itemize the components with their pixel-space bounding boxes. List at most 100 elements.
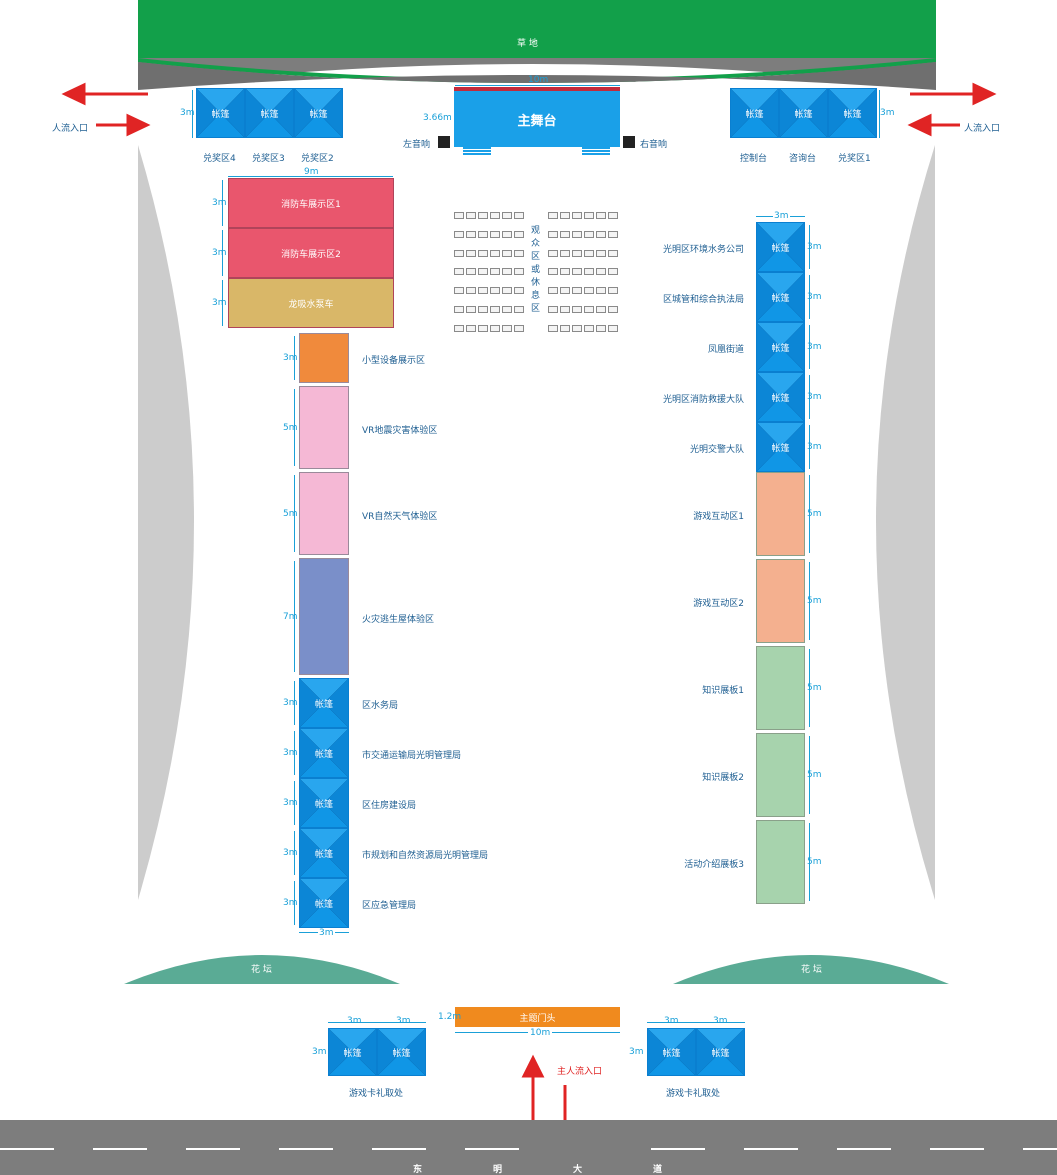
left-col-dim: 3m	[283, 748, 298, 758]
seat	[584, 287, 594, 294]
seat	[596, 268, 606, 275]
seat	[596, 325, 606, 332]
right-col-dim: 5m	[807, 857, 822, 867]
audience-char: 区	[531, 252, 541, 262]
dim-tick	[809, 225, 810, 269]
left-col-dim: 3m	[283, 353, 298, 363]
seat	[596, 231, 606, 238]
right-col-dim: 3m	[807, 392, 822, 402]
seat	[608, 325, 618, 332]
right-col-dim: 3m	[807, 292, 822, 302]
seat	[608, 287, 618, 294]
seat	[454, 325, 464, 332]
right-col-dim: 5m	[807, 596, 822, 606]
tent-label: 帐篷	[343, 1048, 362, 1059]
right-col-label: 区城管和综合执法局	[662, 295, 744, 305]
dim-tick	[294, 475, 295, 552]
tent-label: 帐篷	[314, 899, 333, 910]
right-col-label: 知识展板1	[702, 686, 744, 696]
seat	[478, 268, 488, 275]
tent-label: 帐篷	[314, 849, 333, 860]
right-col-label: 光明区消防救援大队	[662, 395, 744, 405]
stage-width-line	[455, 85, 620, 86]
bottom-left-tent: 帐篷	[377, 1028, 426, 1076]
seat	[478, 231, 488, 238]
seat	[560, 250, 570, 257]
top-right-tents-dim: 3m	[880, 108, 895, 118]
road-char: 道	[653, 1165, 663, 1175]
seat	[548, 268, 558, 275]
fire-zone-dim: 3m	[212, 198, 227, 208]
seat	[514, 306, 524, 313]
road-dash	[186, 1148, 240, 1150]
right-col-label: 游戏互动区1	[693, 512, 744, 522]
road-dash	[372, 1148, 426, 1150]
seat	[454, 268, 464, 275]
seat	[560, 212, 570, 219]
seat	[560, 325, 570, 332]
audience-char: 众	[531, 239, 541, 249]
top-right-area-label: 兑奖区1	[838, 154, 871, 164]
road-dash	[651, 1148, 705, 1150]
left-col-label: 市交通运输局光明管理局	[362, 751, 462, 761]
fire-zone-width-label: 9m	[304, 167, 319, 177]
stage-step-left	[463, 147, 491, 156]
seat	[572, 250, 582, 257]
seat	[560, 287, 570, 294]
left-speaker-label: 左音响	[403, 140, 431, 150]
seat	[548, 325, 558, 332]
seat	[514, 325, 524, 332]
tent-label: 帐篷	[662, 1048, 681, 1059]
dim-tick	[294, 681, 295, 725]
bottom-left-label: 游戏卡礼取处	[349, 1089, 404, 1099]
seat	[584, 268, 594, 275]
tent-label: 帐篷	[771, 293, 790, 304]
seat	[572, 268, 582, 275]
seat	[560, 306, 570, 313]
dim-tick	[809, 649, 810, 727]
right-speaker-label: 右音响	[640, 140, 668, 150]
seat	[584, 325, 594, 332]
bottom-left-side-dim: 3m	[312, 1047, 327, 1057]
tent-label: 帐篷	[392, 1048, 411, 1059]
left-col-dim: 3m	[283, 798, 298, 808]
dim-tick	[809, 275, 810, 319]
road-dash	[1023, 1148, 1057, 1150]
seat	[502, 306, 512, 313]
seat	[514, 287, 524, 294]
tent-label: 帐篷	[260, 109, 279, 120]
right-col-block	[756, 733, 805, 817]
main-stage: 主舞台	[454, 87, 620, 147]
dim-tick	[294, 389, 295, 466]
left-col-tent: 帐篷	[299, 878, 349, 928]
right-col-block	[756, 646, 805, 730]
left-col-label: 区水务局	[362, 701, 399, 711]
road	[0, 1120, 1057, 1175]
right-curved-wall	[876, 145, 935, 900]
audience-char: 区	[531, 304, 541, 314]
fire-zone-width-line	[228, 176, 393, 177]
seat	[502, 325, 512, 332]
dim-tick	[809, 375, 810, 419]
seat	[572, 325, 582, 332]
right-col-label: 知识展板2	[702, 773, 744, 783]
seat	[608, 250, 618, 257]
seat	[466, 306, 476, 313]
left-col-dim: 5m	[283, 422, 298, 433]
theme-gate-label: 主题门头	[519, 1013, 556, 1024]
seat	[466, 268, 476, 275]
tent-label: 帐篷	[771, 393, 790, 404]
seat	[466, 231, 476, 238]
seat	[490, 231, 500, 238]
bottom-left-dim: 3m	[347, 1016, 362, 1026]
left-col-tent: 帐篷	[299, 828, 349, 878]
left-col-label: 区住房建设局	[362, 801, 417, 811]
right-col-block	[756, 559, 805, 643]
dim-tick	[809, 736, 810, 814]
seat	[454, 287, 464, 294]
road-dash	[837, 1148, 891, 1150]
top-left-tent: 帐篷	[294, 88, 343, 138]
seat	[548, 306, 558, 313]
right-col-label: 光明区环境水务公司	[662, 245, 744, 255]
right-col-block	[756, 820, 805, 904]
